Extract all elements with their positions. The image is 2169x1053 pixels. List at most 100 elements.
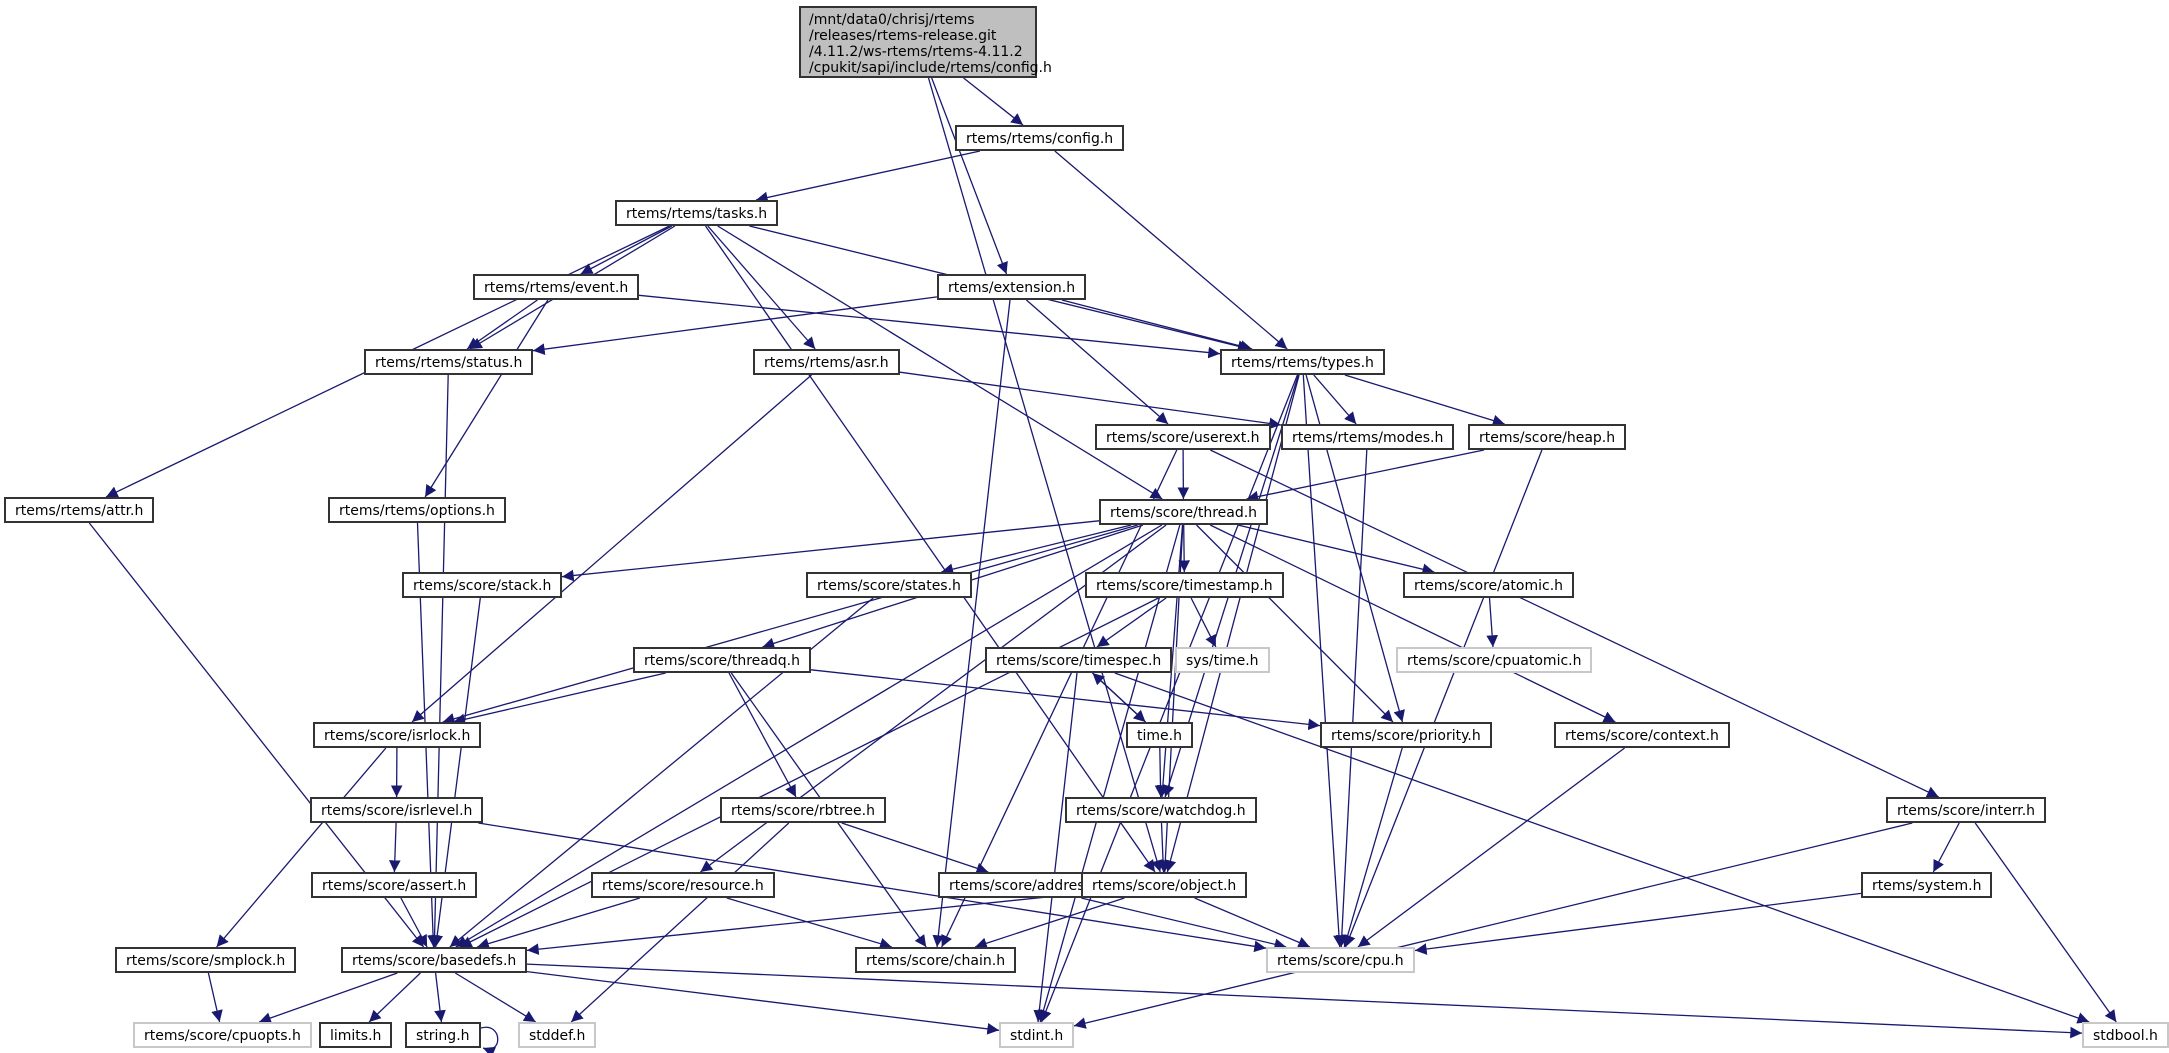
- edge-status-to-basedefs: [428, 374, 449, 948]
- edge-thread-to-context: [1209, 524, 1616, 723]
- node-resource-h[interactable]: rtems/score/resource.h: [591, 872, 775, 898]
- edge-watchdog-to-object: [1157, 822, 1169, 873]
- edge-userext-to-interr: [1210, 449, 1939, 798]
- edge-atomic-to-cpuatomic: [1486, 597, 1499, 648]
- edge-asr-to-modes: [899, 371, 1282, 430]
- edge-tasks-to-asr: [707, 225, 816, 350]
- edge-thread-to-priority: [1196, 524, 1394, 723]
- edge-resource-to-basedefs: [477, 897, 640, 950]
- node-basedefs-h[interactable]: rtems/score/basedefs.h: [341, 947, 528, 973]
- edge-extension-to-userext: [1025, 299, 1169, 425]
- node-limits-h[interactable]: limits.h: [319, 1022, 393, 1048]
- edge-config-to-types: [1054, 150, 1288, 350]
- edge-assert-to-basedefs: [400, 897, 428, 948]
- edge-address-to-cpu: [1081, 897, 1287, 950]
- edge-types-to-cpu: [1302, 374, 1345, 948]
- node-tasks-h[interactable]: rtems/rtems/tasks.h: [615, 200, 779, 226]
- edge-context-to-cpu: [1357, 747, 1625, 948]
- node-stdbool-h: stdbool.h: [2082, 1022, 2169, 1048]
- node-root-config-h[interactable]: /mnt/data0/chrisj/rtems /releases/rtems-…: [799, 6, 1052, 78]
- node-rbtree-h[interactable]: rtems/score/rbtree.h: [720, 797, 886, 823]
- edge-timeh-to-timespec: [1092, 672, 1146, 723]
- edge-object-to-basedefs: [526, 892, 1082, 956]
- node-stack-h[interactable]: rtems/score/stack.h: [402, 572, 563, 598]
- edge-smplock-to-cpuopts: [207, 972, 223, 1023]
- edge-config-to-tasks: [755, 150, 981, 204]
- edge-root-to-config: [963, 77, 1024, 126]
- edge-timeh-to-watchdog: [1154, 747, 1167, 798]
- edge-thread-to-basedefs: [455, 524, 1163, 948]
- edge-basedefs-to-stdbool: [526, 963, 2083, 1039]
- node-assert-h[interactable]: rtems/score/assert.h: [311, 872, 478, 898]
- node-extension-h[interactable]: rtems/extension.h: [937, 274, 1087, 300]
- node-options-h[interactable]: rtems/rtems/options.h: [328, 497, 506, 523]
- node-states-h[interactable]: rtems/score/states.h: [806, 572, 972, 598]
- node-time-h[interactable]: time.h: [1126, 722, 1193, 748]
- node-stdint-h: stdint.h: [999, 1022, 1075, 1048]
- edge-object-to-chain: [974, 897, 1125, 949]
- edge-thread-to-states: [941, 524, 1132, 575]
- edge-basedefs-to-string: [434, 972, 446, 1023]
- node-event-h[interactable]: rtems/rtems/event.h: [473, 274, 640, 300]
- edge-interr-to-stdbool: [1974, 822, 2117, 1023]
- edge-types-to-object: [1164, 374, 1300, 873]
- edge-types-to-modes: [1313, 374, 1357, 425]
- node-smplock-h[interactable]: rtems/score/smplock.h: [115, 947, 297, 973]
- edge-types-to-heap: [1344, 374, 1505, 427]
- node-cpu-h: rtems/score/cpu.h: [1266, 947, 1415, 973]
- edge-resource-to-chain: [726, 897, 892, 950]
- edge-basedefs-to-stddef: [454, 972, 537, 1023]
- node-thread-h[interactable]: rtems/score/thread.h: [1099, 499, 1269, 525]
- edge-system-to-cpu: [1414, 892, 1862, 955]
- node-types-h[interactable]: rtems/rtems/types.h: [1220, 349, 1385, 375]
- edge-tasks-to-thread: [717, 225, 1163, 500]
- edge-isrlock-to-smplock: [216, 747, 387, 948]
- node-timestamp-h[interactable]: rtems/score/timestamp.h: [1085, 572, 1284, 598]
- node-interr-h[interactable]: rtems/score/interr.h: [1886, 797, 2047, 823]
- edge-basedefs-to-limits: [368, 972, 421, 1023]
- node-userext-h[interactable]: rtems/score/userext.h: [1095, 424, 1271, 450]
- node-object-h[interactable]: rtems/score/object.h: [1081, 872, 1248, 898]
- edge-interr-to-stdint: [1073, 822, 1913, 1029]
- edge-extension-to-chain: [932, 299, 1011, 948]
- edge-timestamp-to-systime: [1190, 597, 1217, 648]
- node-threadq-h[interactable]: rtems/score/threadq.h: [633, 647, 811, 673]
- edge-modes-to-cpu: [1335, 449, 1368, 948]
- node-watchdog-h[interactable]: rtems/score/watchdog.h: [1065, 797, 1257, 823]
- edge-event-to-status: [466, 299, 538, 350]
- edge-tasks-to-event: [580, 225, 673, 275]
- node-asr-h[interactable]: rtems/rtems/asr.h: [753, 349, 900, 375]
- edge-extension-to-status: [532, 296, 938, 355]
- edge-tasks-to-object: [704, 225, 1156, 873]
- node-timespec-h[interactable]: rtems/score/timespec.h: [985, 647, 1173, 673]
- edge-threadq-to-isrlock: [453, 672, 666, 726]
- node-status-h[interactable]: rtems/rtems/status.h: [364, 349, 534, 375]
- node-system-h[interactable]: rtems/system.h: [1861, 872, 1993, 898]
- node-context-h[interactable]: rtems/score/context.h: [1554, 722, 1730, 748]
- edge-root-to-extension: [931, 77, 1008, 275]
- edge-priority-to-cpu: [1341, 747, 1403, 948]
- node-priority-h[interactable]: rtems/score/priority.h: [1320, 722, 1492, 748]
- node-rtems-config-h[interactable]: rtems/rtems/config.h: [955, 125, 1125, 151]
- edge-rbtree-to-address: [841, 822, 989, 874]
- node-modes-h[interactable]: rtems/rtems/modes.h: [1281, 424, 1455, 450]
- node-attr-h[interactable]: rtems/rtems/attr.h: [4, 497, 155, 523]
- node-chain-h[interactable]: rtems/score/chain.h: [855, 947, 1017, 973]
- edge-thread-to-stack: [561, 520, 1100, 582]
- node-isrlevel-h[interactable]: rtems/score/isrlevel.h: [310, 797, 484, 823]
- edge-timespec-to-stdbool: [1114, 672, 2090, 1024]
- edge-object-to-cpu: [1194, 897, 1311, 948]
- node-cpuopts-h: rtems/score/cpuopts.h: [133, 1022, 312, 1048]
- node-atomic-h[interactable]: rtems/score/atomic.h: [1403, 572, 1575, 598]
- edge-thread-to-stdint: [1037, 524, 1181, 1023]
- node-isrlock-h[interactable]: rtems/score/isrlock.h: [313, 722, 482, 748]
- edge-basedefs-to-stdint: [526, 970, 1000, 1035]
- node-string-h[interactable]: string.h: [405, 1022, 481, 1048]
- edge-string-to-string: [480, 1026, 499, 1053]
- node-heap-h[interactable]: rtems/score/heap.h: [1468, 424, 1627, 450]
- edge-interr-to-system: [1932, 822, 1960, 873]
- edge-extension-to-types: [1061, 299, 1253, 352]
- edge-isrlevel-to-cpu: [478, 822, 1267, 953]
- edge-event-to-options: [424, 299, 549, 498]
